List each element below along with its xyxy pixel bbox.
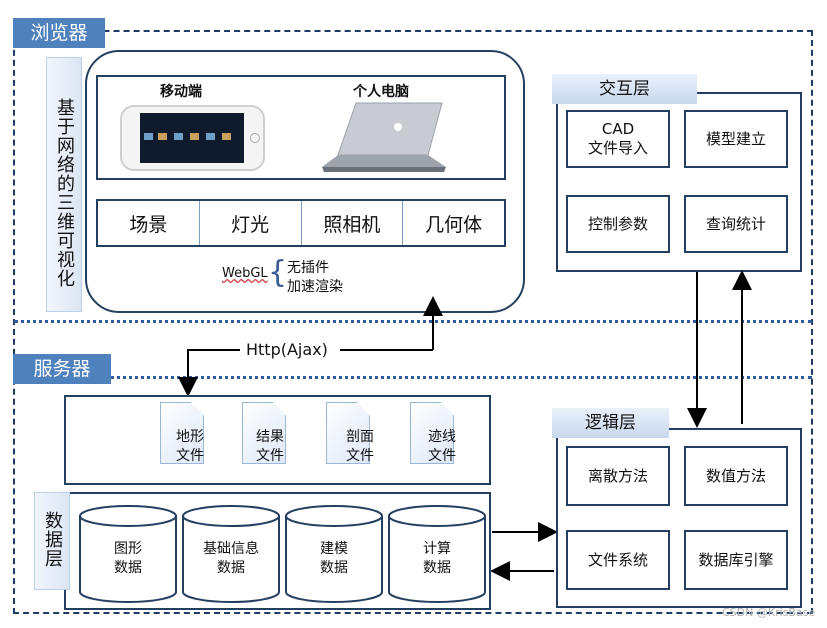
feature-bar: 场景 灯光 照相机 几何体 xyxy=(96,199,506,247)
data-layer-label: 数据层 xyxy=(42,511,63,568)
file-icon-trace xyxy=(410,402,454,464)
webgl-label: WebGL xyxy=(222,266,268,281)
browser-side-label: 基于网络的三维可视化 xyxy=(54,98,75,288)
http-ajax-label: Http(Ajax) xyxy=(244,340,330,359)
separator-top xyxy=(14,320,812,323)
logic-item-discrete-method: 离散方法 xyxy=(566,446,670,506)
cylinder-modeling-data xyxy=(284,504,384,604)
brace-icon: { xyxy=(268,255,288,290)
cylinder-graphic-data xyxy=(78,504,178,604)
interaction-item-cad-import: CAD 文件导入 xyxy=(566,110,670,168)
cylinder-basic-info-data xyxy=(181,504,281,604)
logic-item-file-system: 文件系统 xyxy=(566,530,670,590)
file-label-terrain: 地形 文件 xyxy=(176,429,204,464)
feature-item-scene: 场景 xyxy=(98,201,200,245)
cylinder-calculation-data xyxy=(387,504,487,604)
data-layer-label-panel: 数据层 xyxy=(34,492,70,590)
logic-item-database-engine: 数据库引擎 xyxy=(684,530,788,590)
webgl-item-accelerated: 加速渲染 xyxy=(287,279,343,295)
browser-label: 浏览器 xyxy=(13,18,105,48)
cylinder-label-modeling-data: 建模 数据 xyxy=(320,541,348,576)
separator-bottom xyxy=(14,376,812,379)
file-icon-terrain xyxy=(160,402,204,464)
cylinder-label-basic-info-data: 基础信息 数据 xyxy=(203,541,259,576)
file-icon-section xyxy=(326,402,370,464)
feature-item-light: 灯光 xyxy=(200,201,302,245)
server-label: 服务器 xyxy=(13,354,111,384)
interaction-item-modeling: 模型建立 xyxy=(684,110,788,168)
phone-image xyxy=(120,105,265,171)
interaction-item-control-params: 控制参数 xyxy=(566,195,670,253)
device-panel: 移动端 个人电脑 xyxy=(96,75,506,180)
interaction-item-query-stats: 查询统计 xyxy=(684,195,788,253)
file-label-trace: 迹线 文件 xyxy=(428,429,456,464)
feature-item-camera: 照相机 xyxy=(302,201,404,245)
webgl-item-no-plugin: 无插件 xyxy=(287,260,329,276)
file-label-section: 剖面 文件 xyxy=(346,429,374,464)
cylinder-label-graphic-data: 图形 数据 xyxy=(114,541,142,576)
logic-item-numerical-method: 数值方法 xyxy=(684,446,788,506)
interaction-layer-label: 交互层 xyxy=(552,74,697,104)
feature-item-geometry: 几何体 xyxy=(425,213,483,236)
watermark: CSDN @KrisBase xyxy=(722,606,816,619)
logic-layer-label: 逻辑层 xyxy=(552,408,669,438)
file-label-result: 结果 文件 xyxy=(256,429,284,464)
file-icon-result xyxy=(242,402,286,464)
laptop-image xyxy=(318,101,448,175)
mobile-label: 移动端 xyxy=(160,84,202,100)
cylinder-label-calculation-data: 计算 数据 xyxy=(423,541,451,576)
browser-side-panel: 基于网络的三维可视化 xyxy=(46,57,82,312)
pc-label: 个人电脑 xyxy=(353,84,409,100)
